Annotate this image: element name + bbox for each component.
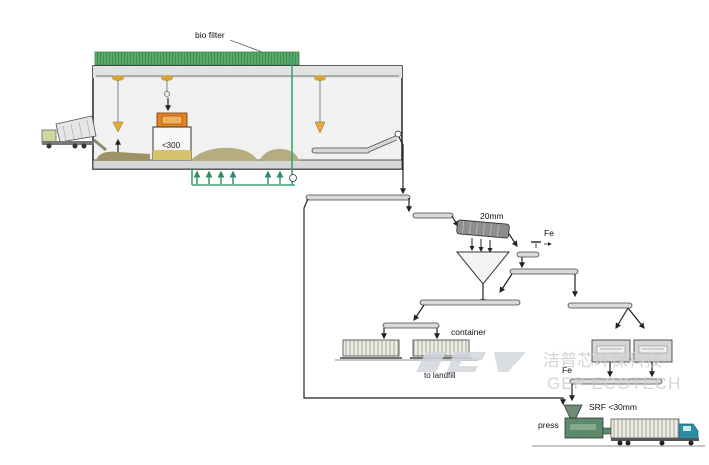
compost-heap-1 [190, 147, 258, 161]
screen-mesh-label: 20mm [480, 211, 504, 221]
press-label: press [538, 420, 559, 430]
crane-grab-3 [314, 75, 326, 134]
sorting-unit-2 [633, 339, 673, 363]
flow-arrow-i [615, 307, 629, 330]
crane-grab-1 [112, 75, 124, 133]
waste-pile-1 [96, 151, 150, 161]
aeration-arrows [193, 170, 284, 184]
bio-filter [94, 51, 300, 66]
sorting-conveyor [567, 302, 633, 309]
to-landfill-label: to landfill [424, 371, 456, 380]
container-conveyor [382, 322, 440, 329]
flow-arrow-h [413, 304, 425, 321]
main-conveyor [305, 194, 411, 201]
srf-conveyor [569, 378, 663, 385]
container-label: container [451, 327, 486, 337]
bio-filter-label: bio filter [195, 30, 225, 40]
bypass-line-to-press [303, 198, 566, 406]
bio-filter-leader [229, 39, 263, 53]
screen-feed-conveyor [412, 212, 454, 219]
flow-line-to-main [398, 136, 406, 195]
landfill-container-1 [340, 339, 402, 359]
size-threshold-label: <300 [162, 141, 181, 150]
company-watermark: 洁普芯环保科技 GEP ECOTECH [416, 351, 681, 393]
drum-screen [456, 219, 510, 253]
sorting-unit-1 [591, 339, 631, 363]
crane-grab-2 [161, 75, 173, 97]
compost-heap-2 [259, 148, 299, 161]
pre-shredder [152, 98, 192, 160]
fines-conveyor [419, 299, 521, 306]
srf-truck-outgoing [610, 418, 699, 446]
flow-arrow-f [499, 273, 513, 293]
flow-arrow-d [508, 233, 518, 247]
oversize-conveyor [509, 268, 579, 275]
hall-discharge-conveyor [311, 130, 402, 154]
srf-label: SRF <30mm [589, 402, 637, 412]
ferrous-label-bottom: Fe [562, 365, 572, 375]
fines-hopper [455, 251, 511, 285]
magnet-conveyor [516, 251, 540, 258]
flow-arrow-j [627, 307, 645, 329]
ferrous-label-top: Fe [544, 228, 554, 238]
fan-icon [289, 174, 297, 182]
aeration-duct [191, 58, 295, 186]
baling-press [563, 404, 612, 439]
dump-truck-incoming [41, 115, 107, 152]
watermark-chinese: 洁普芯环保科技 [543, 351, 662, 371]
magnet-icon [531, 241, 552, 248]
watermark-latin: GEP ECOTECH [547, 374, 681, 393]
